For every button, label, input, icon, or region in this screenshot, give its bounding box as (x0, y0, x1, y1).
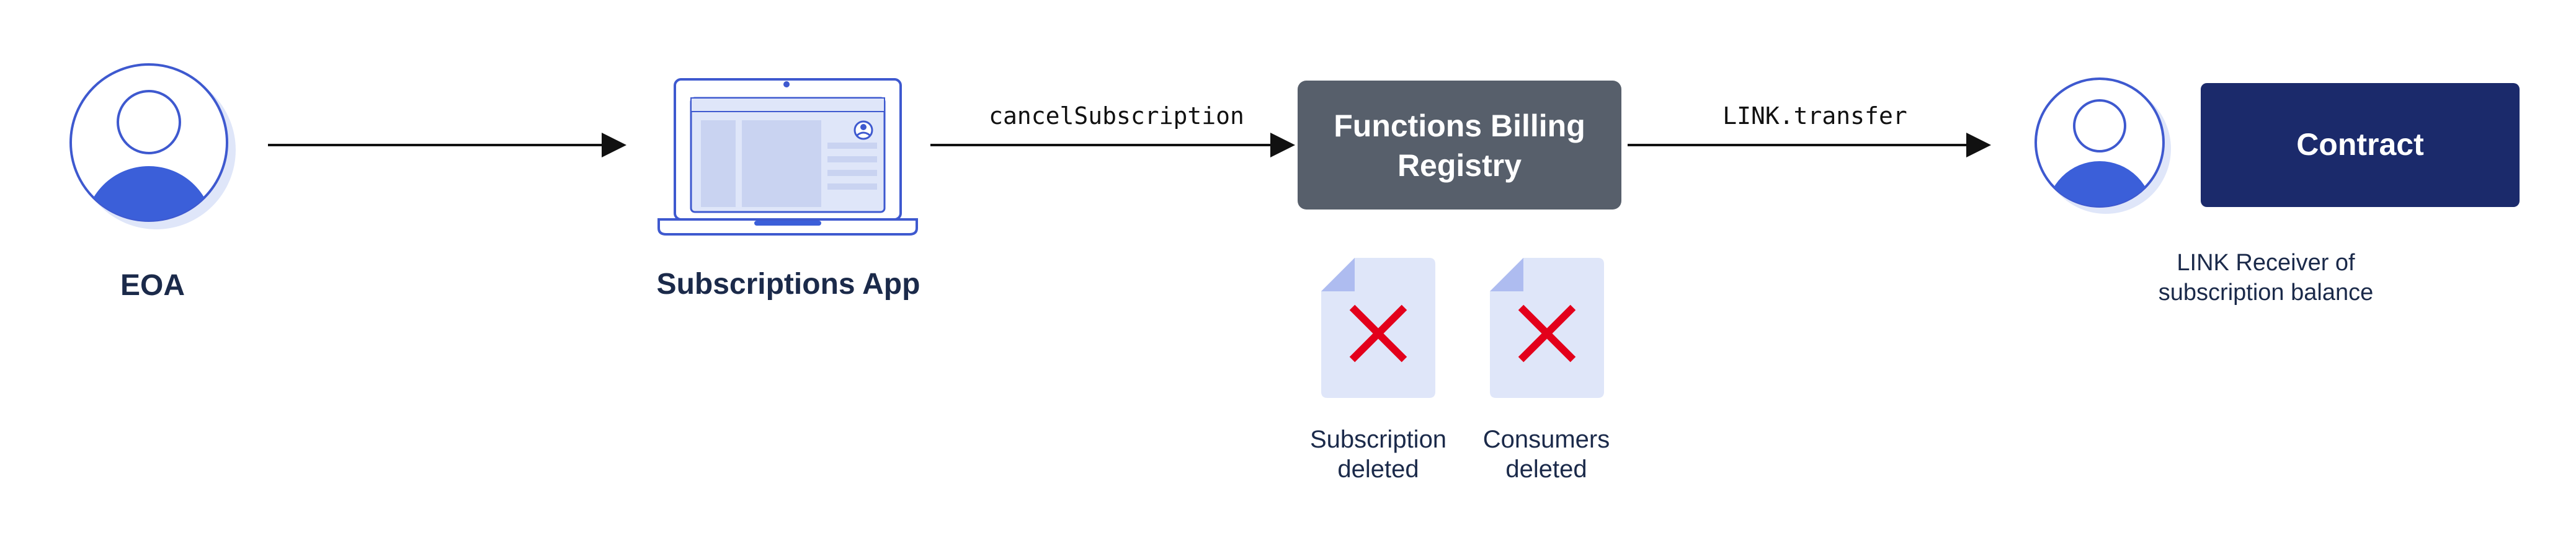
registry-label-line2: Registry (1397, 148, 1522, 183)
link-transfer-label: LINK.transfer (1723, 102, 1907, 130)
cancel-subscription-label: cancelSubscription (989, 102, 1244, 130)
functions-billing-registry-box (1298, 81, 1621, 210)
eoa-avatar-icon (69, 63, 236, 229)
registry-label-line1: Functions Billing (1334, 108, 1585, 143)
consumers-deleted-label-line1: Consumers (1483, 426, 1610, 453)
app-label: Subscriptions App (657, 268, 920, 301)
contract-label: Contract (2296, 127, 2424, 162)
subscription-deleted-document-icon (1321, 258, 1435, 398)
laptop-icon (657, 78, 918, 236)
receiver-avatar-icon (2035, 77, 2171, 214)
consumers-deleted-label-line2: deleted (1505, 456, 1587, 483)
eoa-label: EOA (120, 269, 185, 302)
subscription-deleted-label-line1: Subscription (1310, 426, 1446, 453)
subscription-deleted-label-line2: deleted (1337, 456, 1419, 483)
receiver-caption-line2: subscription balance (2159, 280, 2373, 306)
consumers-deleted-document-icon (1490, 258, 1604, 398)
receiver-caption-line1: LINK Receiver of (2177, 250, 2355, 276)
contract-box (2201, 83, 2520, 207)
